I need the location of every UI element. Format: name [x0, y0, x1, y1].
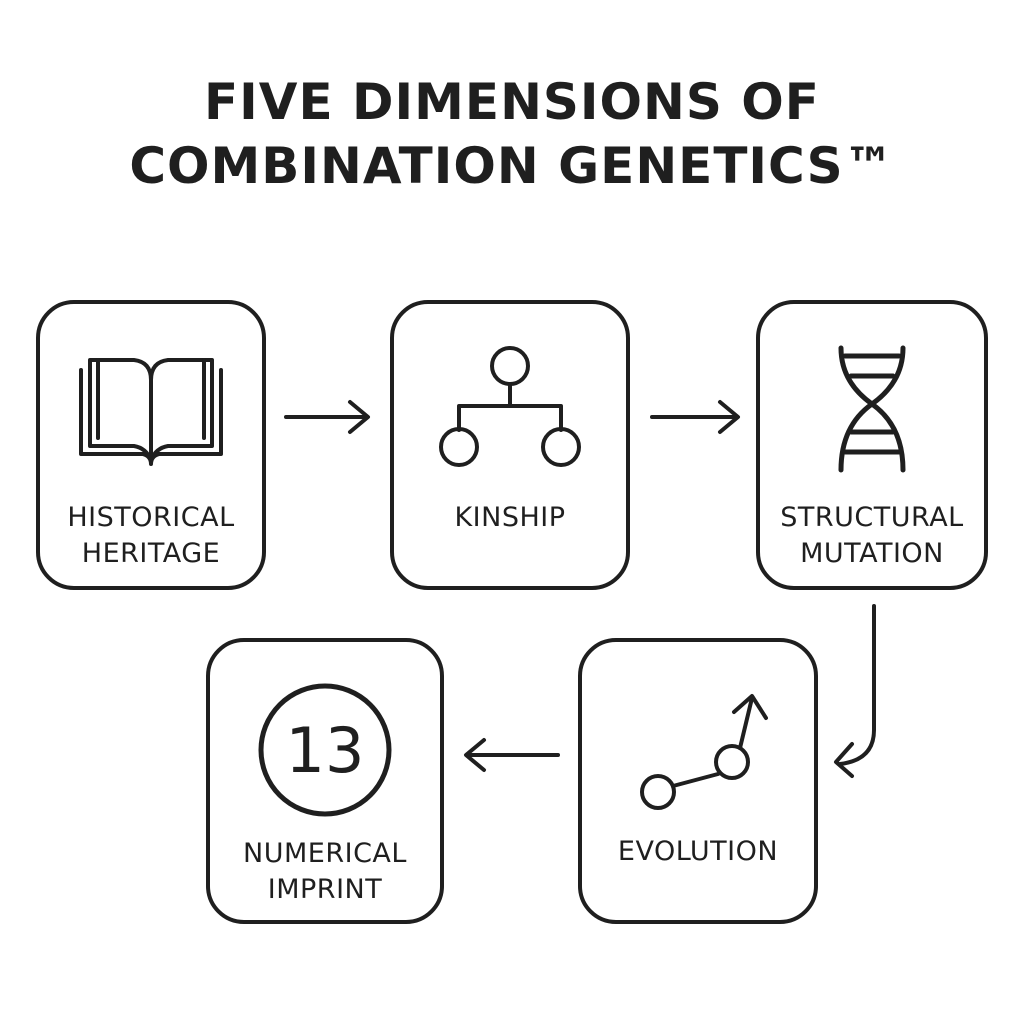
icon-number-text: 13	[286, 714, 365, 787]
growth-arrow-icon	[582, 688, 814, 818]
arrow-kinship-to-mutation	[650, 400, 740, 434]
card-evolution: EVOLUTION	[578, 638, 818, 924]
number-circle-icon: 13	[210, 680, 440, 820]
open-book-icon	[40, 352, 262, 472]
title-line-1: FIVE DIMENSIONS OF	[204, 73, 820, 131]
title-line-2: COMBINATION GENETICS™	[129, 137, 895, 195]
arrow-evolution-to-imprint	[464, 738, 560, 772]
card-historical-heritage: HISTORICAL HERITAGE	[36, 300, 266, 590]
family-tree-icon	[394, 344, 626, 474]
card-label: EVOLUTION	[617, 836, 779, 867]
card-label: STRUCTURAL MUTATION	[780, 502, 964, 569]
dna-icon	[760, 342, 984, 477]
card-label: NUMERICAL IMPRINT	[243, 838, 407, 905]
card-kinship: KINSHIP	[390, 300, 630, 590]
card-numerical-imprint: 13 NUMERICAL IMPRINT	[206, 638, 444, 924]
card-label: KINSHIP	[454, 502, 566, 533]
card-label: HISTORICAL HERITAGE	[67, 502, 235, 569]
arrow-mutation-to-evolution	[834, 604, 876, 778]
card-structural-mutation: STRUCTURAL MUTATION	[756, 300, 988, 590]
diagram-title: FIVE DIMENSIONS OF COMBINATION GENETICS™	[0, 70, 1024, 198]
arrow-heritage-to-kinship	[284, 400, 370, 434]
